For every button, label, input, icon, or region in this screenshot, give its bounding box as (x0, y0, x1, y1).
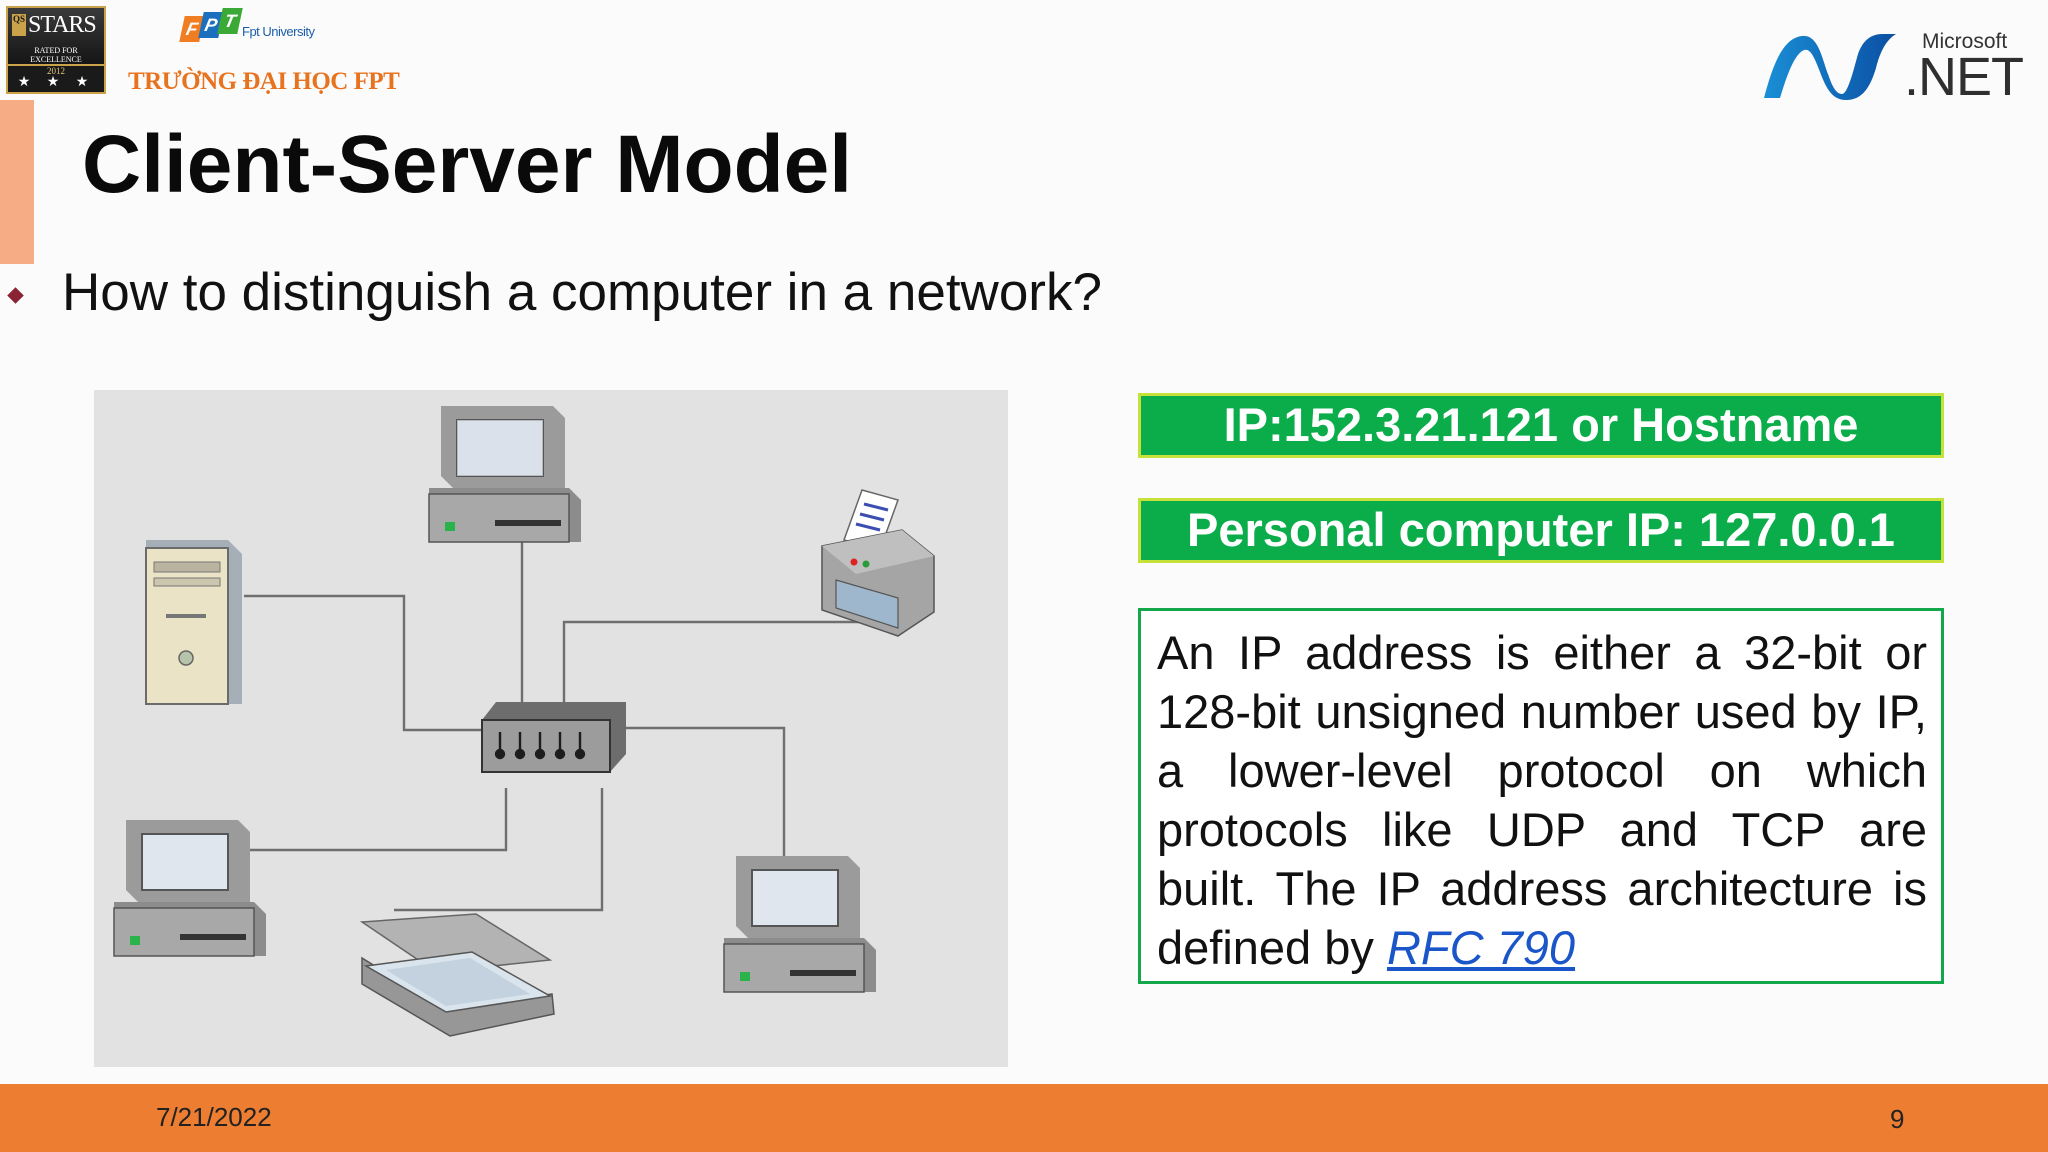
personal-ip-box: Personal computer IP: 127.0.0.1 (1138, 498, 1944, 563)
slide-number: 9 (1890, 1104, 1905, 1134)
footer-date: 7/21/2022 (156, 1102, 272, 1132)
fpt-university-label: Fpt University (242, 24, 315, 39)
ip-hostname-box: IP:152.3.21.121 or Hostname (1138, 393, 1944, 458)
fpt-letter-boxes: F P T (179, 8, 243, 52)
stars-wordmark: STARS (28, 12, 97, 38)
qs-stars-logo-top: QS STARS RATED FOR EXCELLENCE (8, 8, 104, 66)
printer-icon (821, 489, 935, 637)
fpt-university-logo: F P T Fpt University TRƯỜNG ĐẠI HỌC FPT (128, 4, 400, 100)
dotnet-wordmark: .NET (1904, 47, 2024, 107)
stars-year: 2012 (47, 66, 65, 76)
ip-description-text: An IP address is either a 32-bit or 128-… (1157, 626, 1927, 974)
fpt-letter-t: T (217, 8, 243, 34)
title-accent-bar (0, 100, 34, 264)
bullet-point-text: How to distinguish a computer in a netwo… (62, 263, 1102, 322)
desktop-computer-icon (113, 820, 266, 957)
server-tower-icon (145, 540, 242, 705)
stars-subtitle: RATED FOR EXCELLENCE (30, 46, 82, 64)
dotnet-wave-icon (1764, 34, 1896, 100)
network-cables (234, 526, 878, 912)
slide-title: Client-Server Model (82, 119, 853, 210)
stars-rating: ★ ★ ★ (17, 74, 95, 90)
desktop-computer-icon (428, 406, 581, 543)
diamond-bullet-icon (7, 287, 24, 304)
scanner-icon (359, 913, 555, 1037)
qs-badge: QS (12, 14, 26, 36)
rfc-790-link[interactable]: RFC 790 (1386, 921, 1576, 974)
microsoft-dotnet-logo: Microsoft .NET (1762, 28, 2024, 107)
ip-description-box: An IP address is either a 32-bit or 128-… (1138, 608, 1944, 984)
network-switch-icon (481, 702, 626, 773)
footer-bar: 7/21/2022 9 (0, 1084, 2048, 1152)
microsoft-wordmark: Microsoft (1922, 30, 2008, 53)
network-diagram (94, 390, 1008, 1067)
desktop-computer-icon (723, 856, 876, 993)
qs-stars-logo: QS STARS RATED FOR EXCELLENCE 2012 ★ ★ ★ (6, 6, 106, 94)
fpt-school-name: TRƯỜNG ĐẠI HỌC FPT (128, 68, 400, 95)
